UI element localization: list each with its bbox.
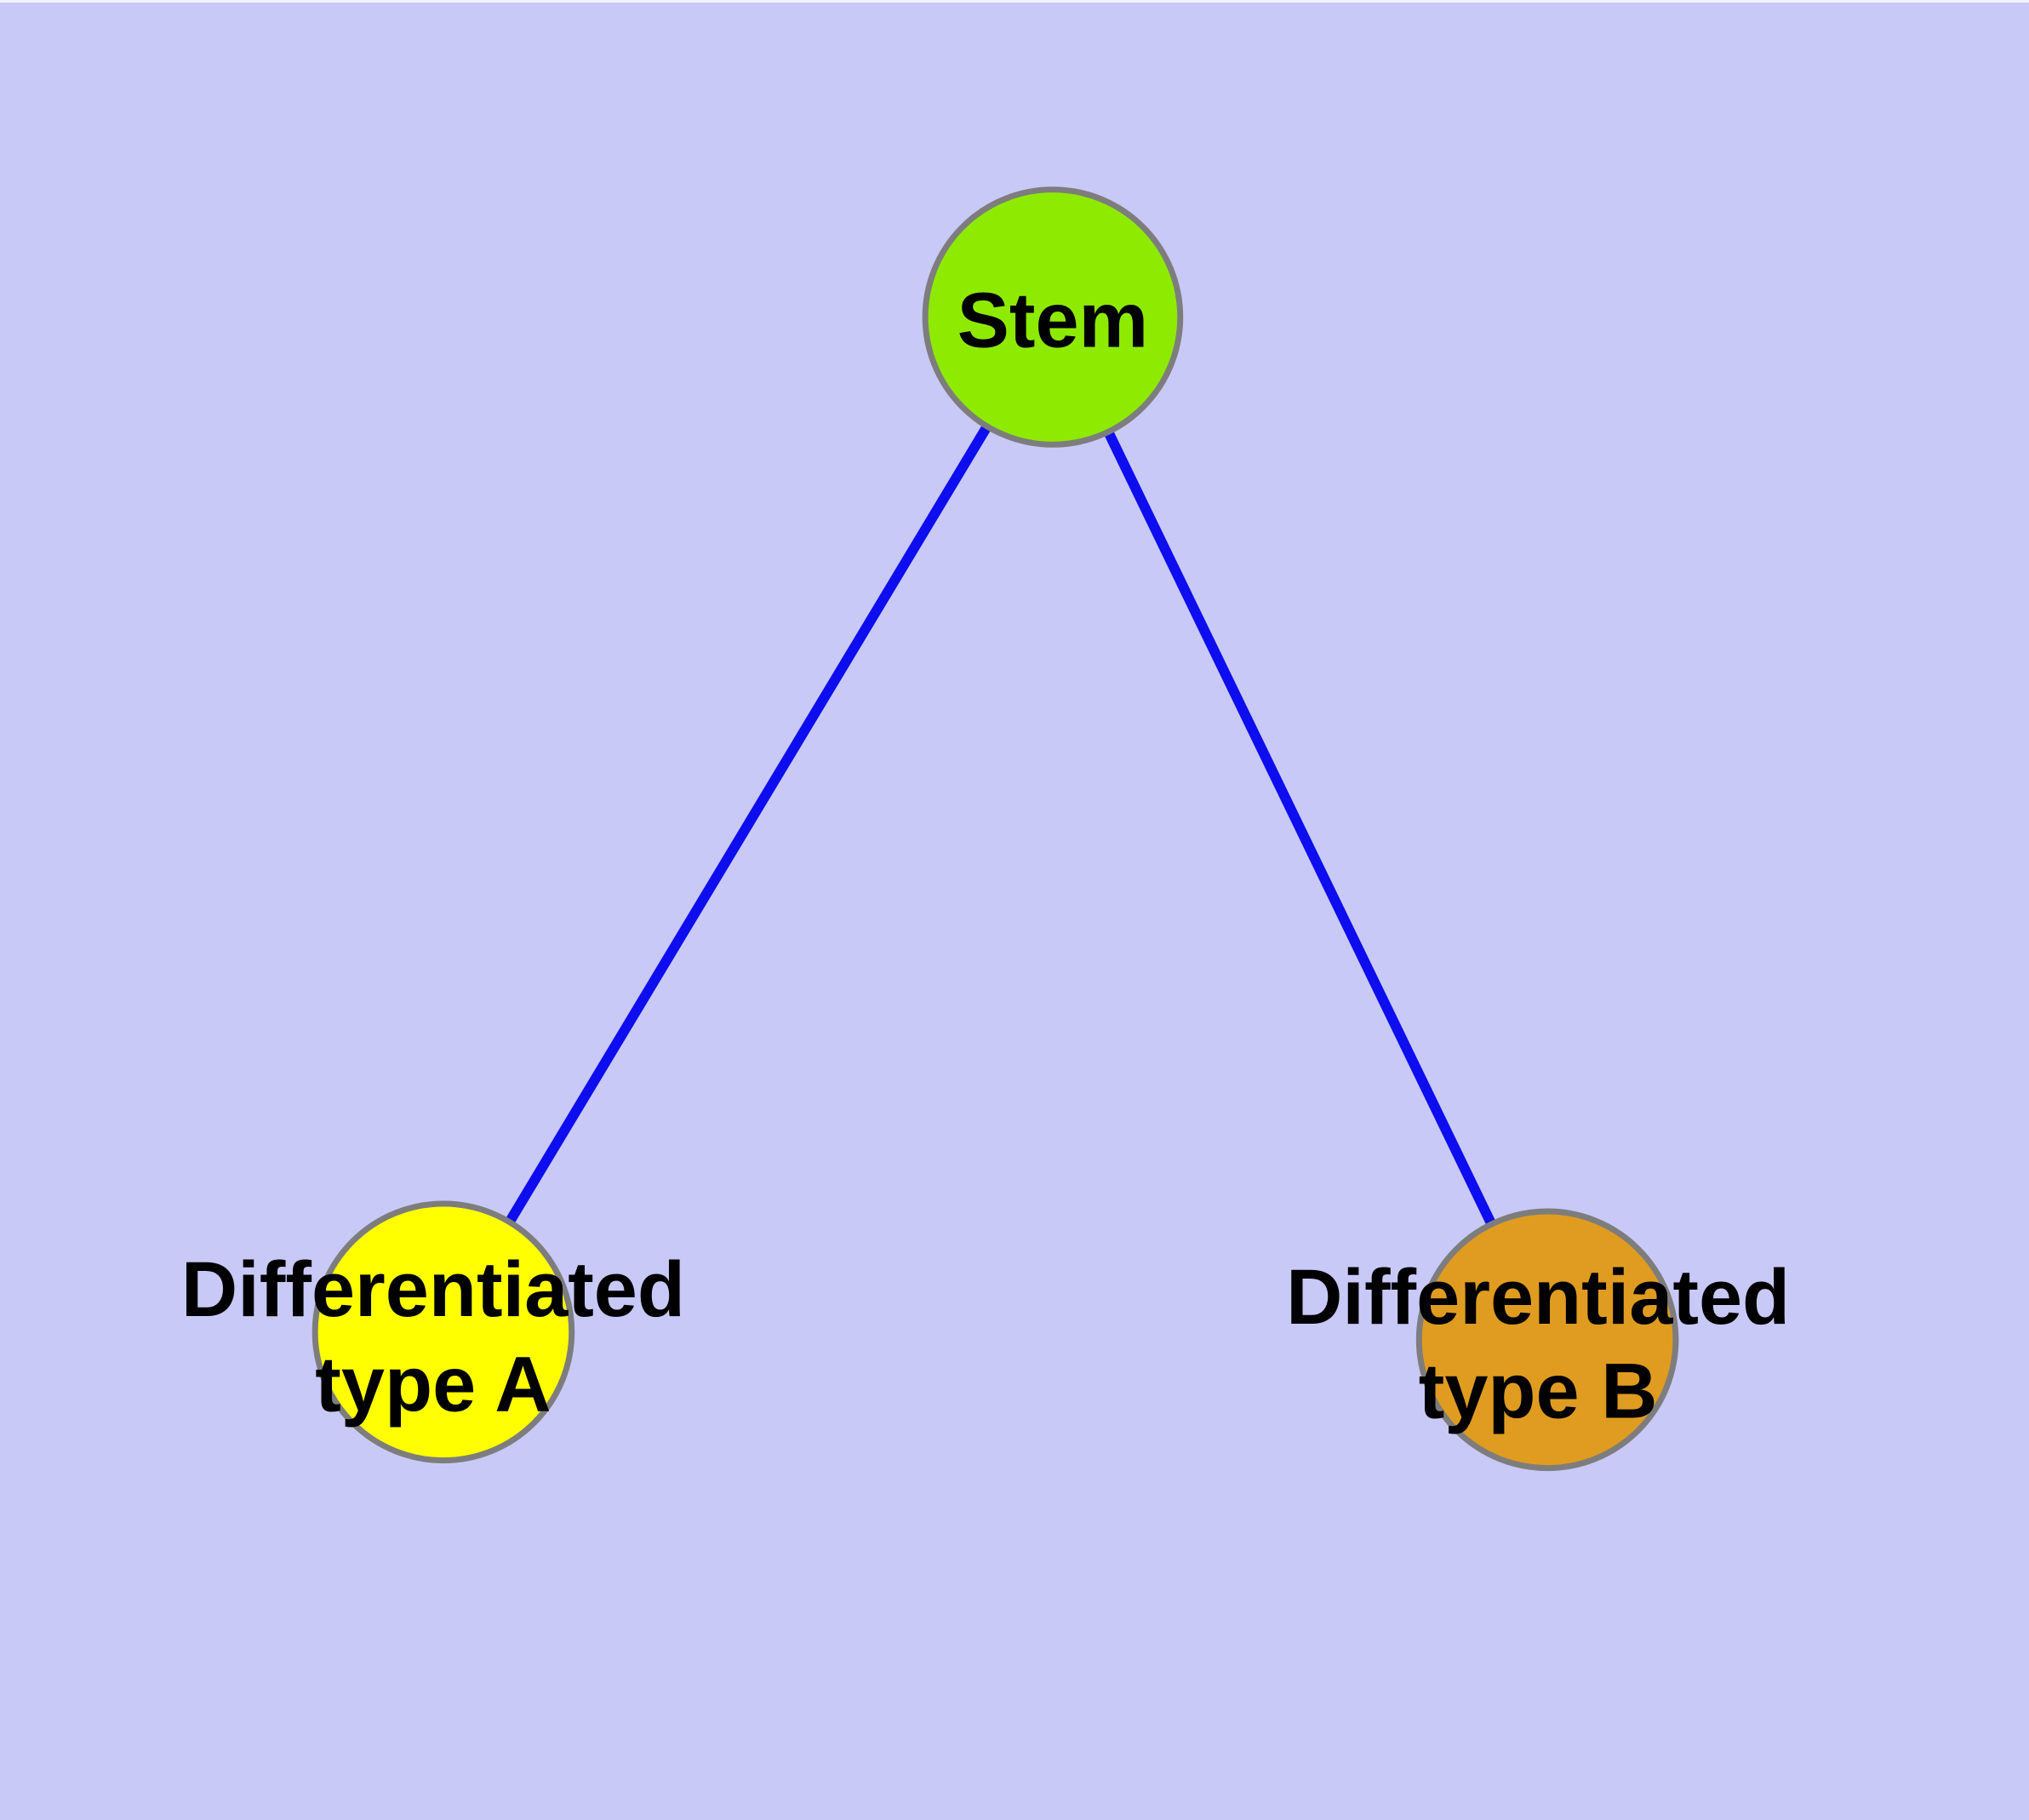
graph-svg: Stem Differentiated type A Differentiate…: [181, 186, 1790, 1472]
node-stem[interactable]: [922, 186, 1184, 448]
label-layer: Stem Differentiated type A Differentiate…: [181, 277, 1790, 1434]
node-type-b-label-line1: Differentiated: [1286, 1254, 1790, 1341]
node-type-a-label-line2: type A: [315, 1342, 551, 1428]
node-type-a-label-line1: Differentiated: [181, 1246, 685, 1333]
edge-layer: [437, 312, 1553, 1345]
node-type-b-label-line2: type B: [1419, 1348, 1658, 1435]
node-layer: [311, 186, 1679, 1472]
node-differentiated-type-b[interactable]: [1415, 1208, 1679, 1472]
node-stem-label: Stem: [957, 277, 1149, 363]
edge-stem-to-type-a: [437, 312, 1058, 1337]
node-differentiated-type-a[interactable]: [311, 1200, 575, 1464]
edge-stem-to-type-b: [1047, 312, 1553, 1345]
